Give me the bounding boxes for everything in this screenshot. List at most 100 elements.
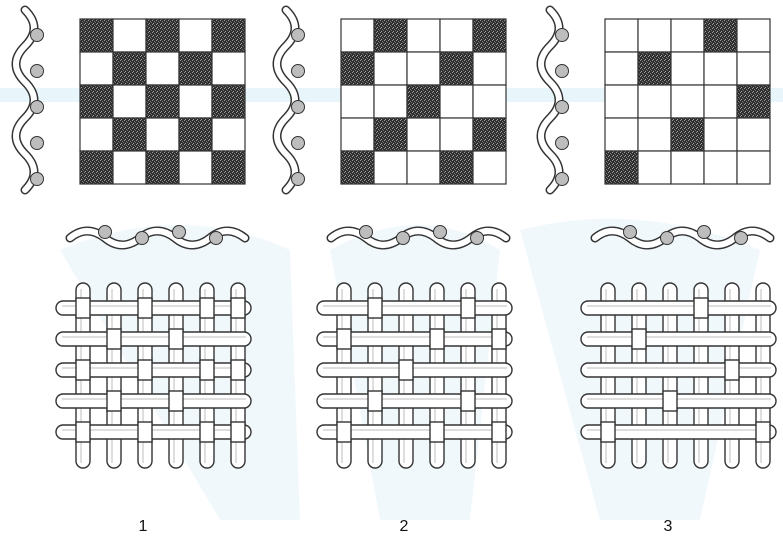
grid-cell-filled [440, 151, 473, 184]
grid-cell-empty [374, 151, 407, 184]
yarn-dot [556, 173, 569, 186]
warp-crossing [169, 329, 183, 349]
grid-cell-filled [341, 52, 374, 85]
warp-crossing [138, 360, 152, 380]
weft-thread [317, 301, 512, 315]
grid-cell-empty [341, 118, 374, 151]
warp-crossing [76, 298, 90, 318]
yarn-dot [31, 65, 44, 78]
weft-thread [581, 332, 776, 346]
yarn-dot [31, 173, 44, 186]
grid-cell-filled [671, 118, 704, 151]
grid-cell-filled [473, 118, 506, 151]
warp-crossing [169, 391, 183, 411]
grid-cell-empty [407, 118, 440, 151]
weft-thread [581, 363, 776, 377]
panel-number-label: 2 [384, 518, 424, 536]
yarn-dot [360, 226, 373, 239]
grid-cell-empty [704, 118, 737, 151]
yarn-dot [434, 226, 447, 239]
grid-cell-filled [212, 151, 245, 184]
yarn-dot [136, 232, 149, 245]
grid-cell-empty [638, 118, 671, 151]
grid-cell-filled [113, 52, 146, 85]
warp-crossing [337, 422, 351, 442]
grid-cell-filled [407, 85, 440, 118]
weave-panel [277, 10, 512, 468]
grid-cell-empty [737, 118, 770, 151]
warp-crossing [430, 422, 444, 442]
grid-cell-filled [80, 85, 113, 118]
grid-cell-empty [80, 118, 113, 151]
warp-crossing [663, 391, 677, 411]
grid-cell-empty [671, 85, 704, 118]
grid-cell-filled [704, 19, 737, 52]
grid-cell-empty [671, 52, 704, 85]
warp-crossing [138, 298, 152, 318]
grid-cell-empty [671, 19, 704, 52]
grid-cell-filled [179, 118, 212, 151]
yarn-dot [31, 137, 44, 150]
warp-crossing [231, 422, 245, 442]
panel-number-label: 1 [123, 518, 163, 536]
warp-crossing [492, 329, 506, 349]
yarn-dot [698, 226, 711, 239]
grid-cell-empty [605, 118, 638, 151]
yarn-dot [471, 232, 484, 245]
warp-crossing [601, 422, 615, 442]
grid-cell-empty [146, 118, 179, 151]
panel-number-label: 3 [648, 518, 688, 536]
warp-crossing [430, 329, 444, 349]
weft-thread [56, 394, 251, 408]
yarn-dot [31, 101, 44, 114]
grid-cell-filled [146, 85, 179, 118]
grid-cell-empty [473, 85, 506, 118]
warp-crossing [694, 298, 708, 318]
grid-cell-empty [440, 118, 473, 151]
grid-cell-empty [638, 19, 671, 52]
grid-cell-empty [341, 85, 374, 118]
warp-crossing [492, 422, 506, 442]
grid-cell-empty [341, 19, 374, 52]
grid-cell-empty [638, 85, 671, 118]
grid-cell-empty [605, 85, 638, 118]
grid-cell-empty [440, 85, 473, 118]
grid-cell-empty [212, 118, 245, 151]
warp-crossing [368, 298, 382, 318]
grid-cell-empty [671, 151, 704, 184]
grid-cell-empty [737, 19, 770, 52]
warp-crossing [368, 391, 382, 411]
weave-panel [16, 10, 251, 468]
yarn-dot [99, 226, 112, 239]
grid-cell-empty [179, 19, 212, 52]
yarn-dot [292, 101, 305, 114]
weft-thread [581, 301, 776, 315]
grid-cell-empty [704, 52, 737, 85]
grid-cell-filled [80, 19, 113, 52]
grid-cell-empty [407, 151, 440, 184]
grid-cell-empty [374, 52, 407, 85]
yarn-dot [292, 173, 305, 186]
warp-crossing [107, 329, 121, 349]
grid-cell-empty [407, 52, 440, 85]
grid-cell-filled [212, 85, 245, 118]
weave-grid [605, 19, 770, 184]
grid-cell-empty [605, 19, 638, 52]
grid-cell-filled [80, 151, 113, 184]
yarn-dot [397, 232, 410, 245]
grid-cell-filled [146, 151, 179, 184]
yarn-dot [661, 232, 674, 245]
warp-crossing [138, 422, 152, 442]
warp-crossing [399, 360, 413, 380]
grid-cell-empty [179, 151, 212, 184]
grid-cell-empty [605, 52, 638, 85]
grid-cell-empty [113, 85, 146, 118]
grid-cell-filled [113, 118, 146, 151]
grid-cell-empty [113, 151, 146, 184]
grid-cell-empty [737, 52, 770, 85]
yarn-dot [173, 226, 186, 239]
grid-cell-filled [374, 19, 407, 52]
grid-cell-empty [407, 19, 440, 52]
warp-crossing [76, 360, 90, 380]
